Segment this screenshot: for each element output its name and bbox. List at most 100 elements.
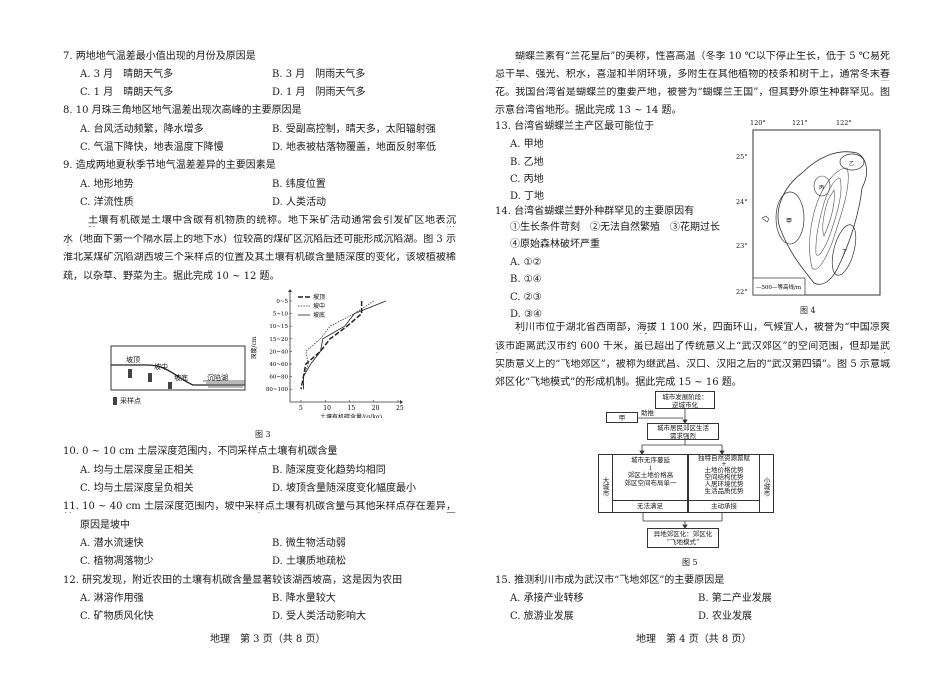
- y-tick-label: 5~10: [273, 312, 289, 318]
- q9-option-d: D. 人类活动: [272, 197, 327, 208]
- page-footer-right: 地理 第 4 页（共 8 页）: [636, 634, 752, 645]
- stage-label: 城市发展阶段：: [662, 393, 708, 401]
- q11-option-d: D. 土壤质地疏松: [272, 556, 347, 567]
- small-city-result: 主动承接: [689, 500, 760, 513]
- x-tick-label: 20: [372, 405, 380, 412]
- passage-line: 示意台湾省地形。据此完成 13 ~ 14 题。: [495, 105, 682, 116]
- q7-option-c: C. 1 月 晴朗天气多: [80, 87, 174, 98]
- label-slope-mid: 坡中: [154, 363, 168, 371]
- q14-option-c: C. ②③: [510, 292, 542, 303]
- question-10-stem: 10. 0 ~ 10 cm 土层深度范围内，不同采样点土壤有机碳含量: [63, 446, 338, 457]
- q7-option-b: B. 3 月 阴雨天气多: [272, 69, 366, 80]
- passage-line: 疏，以杂草、野菜为主。据此完成 10 ~ 12 题。: [63, 271, 280, 282]
- outcome-box: 异地郊区化：郊区化“飞地模式”: [647, 528, 719, 548]
- question-7-stem: 7. 两地地气温差最小值出现的月份及原因是: [63, 51, 256, 62]
- area-yi: [839, 153, 865, 171]
- figure-5-caption: 图 5: [682, 558, 698, 567]
- small-city-label: 小城市: [759, 455, 773, 512]
- q7-option-a: A. 3 月 晴朗天气多: [80, 69, 174, 80]
- y-tick-label: 0~5: [276, 299, 288, 305]
- q15-option-a: A. 承接产业转移: [510, 593, 584, 604]
- q13-option-d: D. 丁地: [510, 191, 545, 202]
- legend-label: 坡顶: [313, 293, 325, 301]
- q11-option-a: A. 潜水流速快: [80, 538, 144, 549]
- q13-option-b: B. 乙地: [510, 157, 544, 168]
- q15-option-d: D. 农业发展: [698, 611, 753, 622]
- penghu-islands: [761, 215, 770, 223]
- area-jia: [775, 191, 805, 245]
- map-legend: —500—等高线/m: [756, 283, 802, 291]
- passage-line: 淮北某煤矿沉陷湖西坡三个采样点的位置及其土壤有机碳含量随深度的变化，该坡植被稀: [63, 252, 456, 263]
- y-tick-label: 60~80: [269, 375, 288, 381]
- place-yi: 乙: [849, 160, 854, 167]
- sample-point-legend: 采样点: [120, 397, 141, 405]
- sample-point-mid: [148, 373, 152, 382]
- q8-option-b: B. 受副高控制，晴天多，太阳辐射强: [272, 124, 436, 135]
- q9-option-a: A. 地形地势: [80, 179, 134, 190]
- y-tick-label: 80~100: [266, 387, 289, 393]
- area-bing: [813, 175, 831, 197]
- lat-22: 22°: [736, 288, 748, 296]
- y-tick-label: 20~40: [269, 349, 288, 355]
- label-subsidence-lake: 沉陷湖: [207, 374, 228, 382]
- q14-option-d: D. ③④: [510, 309, 542, 320]
- passage-line: 土壤有机碳是土壤中含碳有机物质的统称。地下采矿活动通常会引发矿区地表沉陷，潜: [88, 215, 456, 226]
- q8-option-d: D. 地表被枯落物覆盖，地面反射率低: [272, 142, 437, 153]
- y-tick-label: 40~60: [269, 362, 288, 368]
- taiwan-topographic-map: 甲 乙 丙 丁 —500—等高线/m: [752, 129, 881, 296]
- jia-box: 甲: [606, 412, 638, 423]
- q14-option-b: B. ①④: [510, 274, 542, 285]
- contour: [822, 189, 835, 237]
- x-axis-label: 土壤有机碳含量/(g/kg): [320, 413, 382, 418]
- passage-line: 利川市位于湖北省西南部，海拔 1 100 米，四面环山，气候宜人，被誉为“中国凉…: [515, 322, 890, 333]
- place-ding: 丁: [842, 249, 847, 255]
- passage-line: 忌干旱、强光、积水，喜湿和半阴环境，多附生在其他植物的枝条和树干上，通常冬末春初…: [495, 69, 890, 80]
- q12-option-b: B. 降水量较大: [272, 593, 336, 604]
- label-slope-bottom: 坡底: [174, 374, 188, 382]
- series-line-坡中: [303, 300, 374, 390]
- y-axis-label: 深度/cm: [250, 336, 258, 359]
- question-12-stem: 12. 研究发现，附近农田的土壤有机碳含量显著较该湖西坡高，这是因为农田: [63, 575, 403, 586]
- series-line-坡顶: [300, 301, 363, 390]
- demand-box: 城市居民郊区生活需求强烈: [647, 423, 719, 440]
- q8-option-c: C. 气温下降快，地表温度下降慢: [80, 142, 224, 153]
- coastline: [777, 151, 867, 285]
- lon-122: 122°: [836, 119, 852, 127]
- q10-option-a: A. 均与土层深度呈正相关: [80, 465, 194, 476]
- q15-option-b: B. 第二产业发展: [698, 593, 772, 604]
- x-tick-label: 15: [348, 405, 356, 412]
- lon-120: 120°: [750, 119, 766, 127]
- passage-line: 花。我国台湾省是蝴蝶兰的重要产地，被誉为“蝴蝶兰王国”，但其野外原生种群罕见。图…: [495, 87, 890, 98]
- question-11-stem: 11. 10 ~ 40 cm 土层深度范围内，坡中采样点土壤有机碳含量与其他采样…: [63, 501, 456, 512]
- q10-option-d: D. 坡顶含量随深度变化幅度最小: [272, 483, 417, 494]
- passage-line: 水（地面下第一个隔水层上的地下水）位较高的煤矿区沉陷后还可能形成沉陷湖。图 3 …: [63, 234, 456, 245]
- passage-line: 蝴蝶兰素有“兰花皇后”的美称，性喜高温（冬季 10 ℃以下停止生长，低于 5 ℃…: [515, 51, 890, 62]
- y-axis-arrow: [288, 289, 292, 292]
- passage-line: 该市距离武汉市约 600 千米，虽已超出了传统意义上“武汉郊区”的空间范围，但却…: [495, 341, 890, 352]
- big-city-result: 无法满足: [613, 500, 687, 513]
- q11-option-b: B. 微生物活动弱: [272, 538, 346, 549]
- x-tick-label: 25: [396, 405, 404, 412]
- q12-option-d: D. 受人类活动影响大: [272, 611, 367, 622]
- figure-4-caption: 图 4: [800, 306, 816, 315]
- place-bing: 丙: [819, 185, 824, 191]
- sample-point-top: [128, 369, 132, 378]
- lat-24: 24°: [736, 198, 748, 206]
- q8-option-a: A. 台风活动频繁，降水增多: [80, 124, 204, 135]
- y-tick-label: 15~20: [269, 337, 288, 343]
- passage-line: 实质意义上的“飞地郊区”，被称为继武昌、汉口、汉阳之后的“武汉第四镇”。图 5 …: [495, 359, 890, 370]
- place-jia: 甲: [786, 218, 792, 225]
- stage-value: 逆城市化: [672, 401, 698, 409]
- sample-point-legend-icon: [113, 397, 117, 405]
- question-9-stem: 9. 造成两地夏秋季节地气温差差异的主要因素是: [63, 160, 276, 171]
- lat-25: 25°: [736, 153, 748, 161]
- stage-box: 城市发展阶段：逆城市化: [655, 391, 715, 409]
- legend-label: 坡中: [313, 302, 325, 310]
- q9-option-c: C. 洋流性质: [80, 197, 134, 208]
- small-city-box: 独特自然资源禀赋+ 土地价格优势空间结构优势 人居环境优势生活品质优势 主动承接…: [688, 454, 774, 513]
- big-city-box: 大城市 城市无序蔓延↓ 郊区土地价格高郊区空间布局单一 无法满足: [598, 454, 688, 513]
- lat-23: 23°: [736, 242, 748, 250]
- q14-option-a: A. ①②: [510, 257, 542, 268]
- x-axis-arrow: [400, 400, 403, 404]
